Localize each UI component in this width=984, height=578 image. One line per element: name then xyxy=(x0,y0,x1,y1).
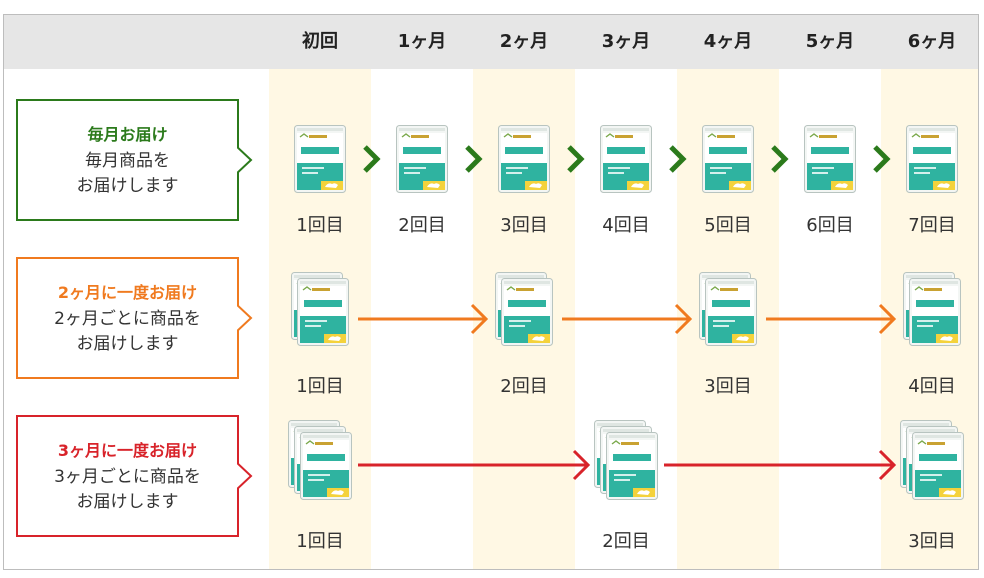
product-pack xyxy=(702,125,754,197)
plan-box-bimonthly: 2ヶ月に一度お届け 2ヶ月ごとに商品を お届けします xyxy=(16,257,239,379)
delivery-count-label: 7回目 xyxy=(884,211,979,237)
delivery-count-label: 4回目 xyxy=(578,211,674,237)
delivery-count-label: 5回目 xyxy=(680,211,776,237)
plan-box-monthly: 毎月お届け毎月商品を お届けします xyxy=(16,99,239,221)
product-pack xyxy=(396,125,448,197)
product-pack xyxy=(906,125,958,197)
product-pack xyxy=(900,420,964,504)
delivery-count-label: 2回目 xyxy=(578,527,674,553)
bubble-pointer xyxy=(237,303,253,333)
month-header-5: 5ヶ月 xyxy=(782,15,878,69)
plan-description: 毎月商品を お届けします xyxy=(77,149,179,200)
arrow-right-icon xyxy=(766,305,894,333)
product-pack xyxy=(903,272,961,350)
month-header-6: 6ヶ月 xyxy=(884,15,979,69)
dog-supplement-pack-icon xyxy=(498,125,550,193)
delivery-count-label: 3回目 xyxy=(476,211,572,237)
product-pack xyxy=(600,125,652,197)
arrow-right-icon xyxy=(562,305,690,333)
product-pack xyxy=(294,125,346,197)
product-pack xyxy=(699,272,757,350)
delivery-count-label: 6回目 xyxy=(782,211,878,237)
delivery-count-label: 2回目 xyxy=(476,372,572,398)
delivery-count-label: 3回目 xyxy=(680,372,776,398)
dog-supplement-pack-icon xyxy=(396,125,448,193)
bubble-pointer xyxy=(237,461,253,491)
dog-supplement-pack-icon xyxy=(600,125,652,193)
delivery-count-label: 4回目 xyxy=(884,372,979,398)
dog-supplement-pack-icon xyxy=(900,420,964,500)
month-header-4: 4ヶ月 xyxy=(680,15,776,69)
plan-description: 2ヶ月ごとに商品を お届けします xyxy=(54,307,201,358)
arrow-right-icon xyxy=(358,305,486,333)
dog-supplement-pack-icon xyxy=(495,272,553,346)
product-pack xyxy=(594,420,658,504)
month-header-1: 1ヶ月 xyxy=(374,15,470,69)
plan-description: 3ヶ月ごとに商品を お届けします xyxy=(54,465,201,516)
delivery-count-label: 2回目 xyxy=(374,211,470,237)
dog-supplement-pack-icon xyxy=(903,272,961,346)
month-header-3: 3ヶ月 xyxy=(578,15,674,69)
dog-supplement-pack-icon xyxy=(594,420,658,500)
dog-supplement-pack-icon xyxy=(291,272,349,346)
plan-title: 2ヶ月に一度お届け xyxy=(58,279,197,303)
delivery-count-label: 1回目 xyxy=(272,527,368,553)
dog-supplement-pack-icon xyxy=(288,420,352,500)
dog-supplement-pack-icon xyxy=(906,125,958,193)
bubble-pointer xyxy=(237,145,253,175)
product-pack xyxy=(495,272,553,350)
product-pack xyxy=(804,125,856,197)
delivery-count-label: 3回目 xyxy=(884,527,979,553)
plan-box-trimonthly: 3ヶ月に一度お届け 3ヶ月ごとに商品を お届けします xyxy=(16,415,239,537)
dog-supplement-pack-icon xyxy=(294,125,346,193)
plan-title: 毎月お届け xyxy=(87,121,167,145)
product-pack xyxy=(291,272,349,350)
product-pack xyxy=(498,125,550,197)
dog-supplement-pack-icon xyxy=(702,125,754,193)
delivery-count-label: 1回目 xyxy=(272,372,368,398)
month-header-2: 2ヶ月 xyxy=(476,15,572,69)
month-header-0: 初回 xyxy=(272,15,368,69)
dog-supplement-pack-icon xyxy=(804,125,856,193)
product-pack xyxy=(288,420,352,504)
delivery-count-label: 1回目 xyxy=(272,211,368,237)
dog-supplement-pack-icon xyxy=(699,272,757,346)
plan-title: 3ヶ月に一度お届け xyxy=(58,437,197,461)
